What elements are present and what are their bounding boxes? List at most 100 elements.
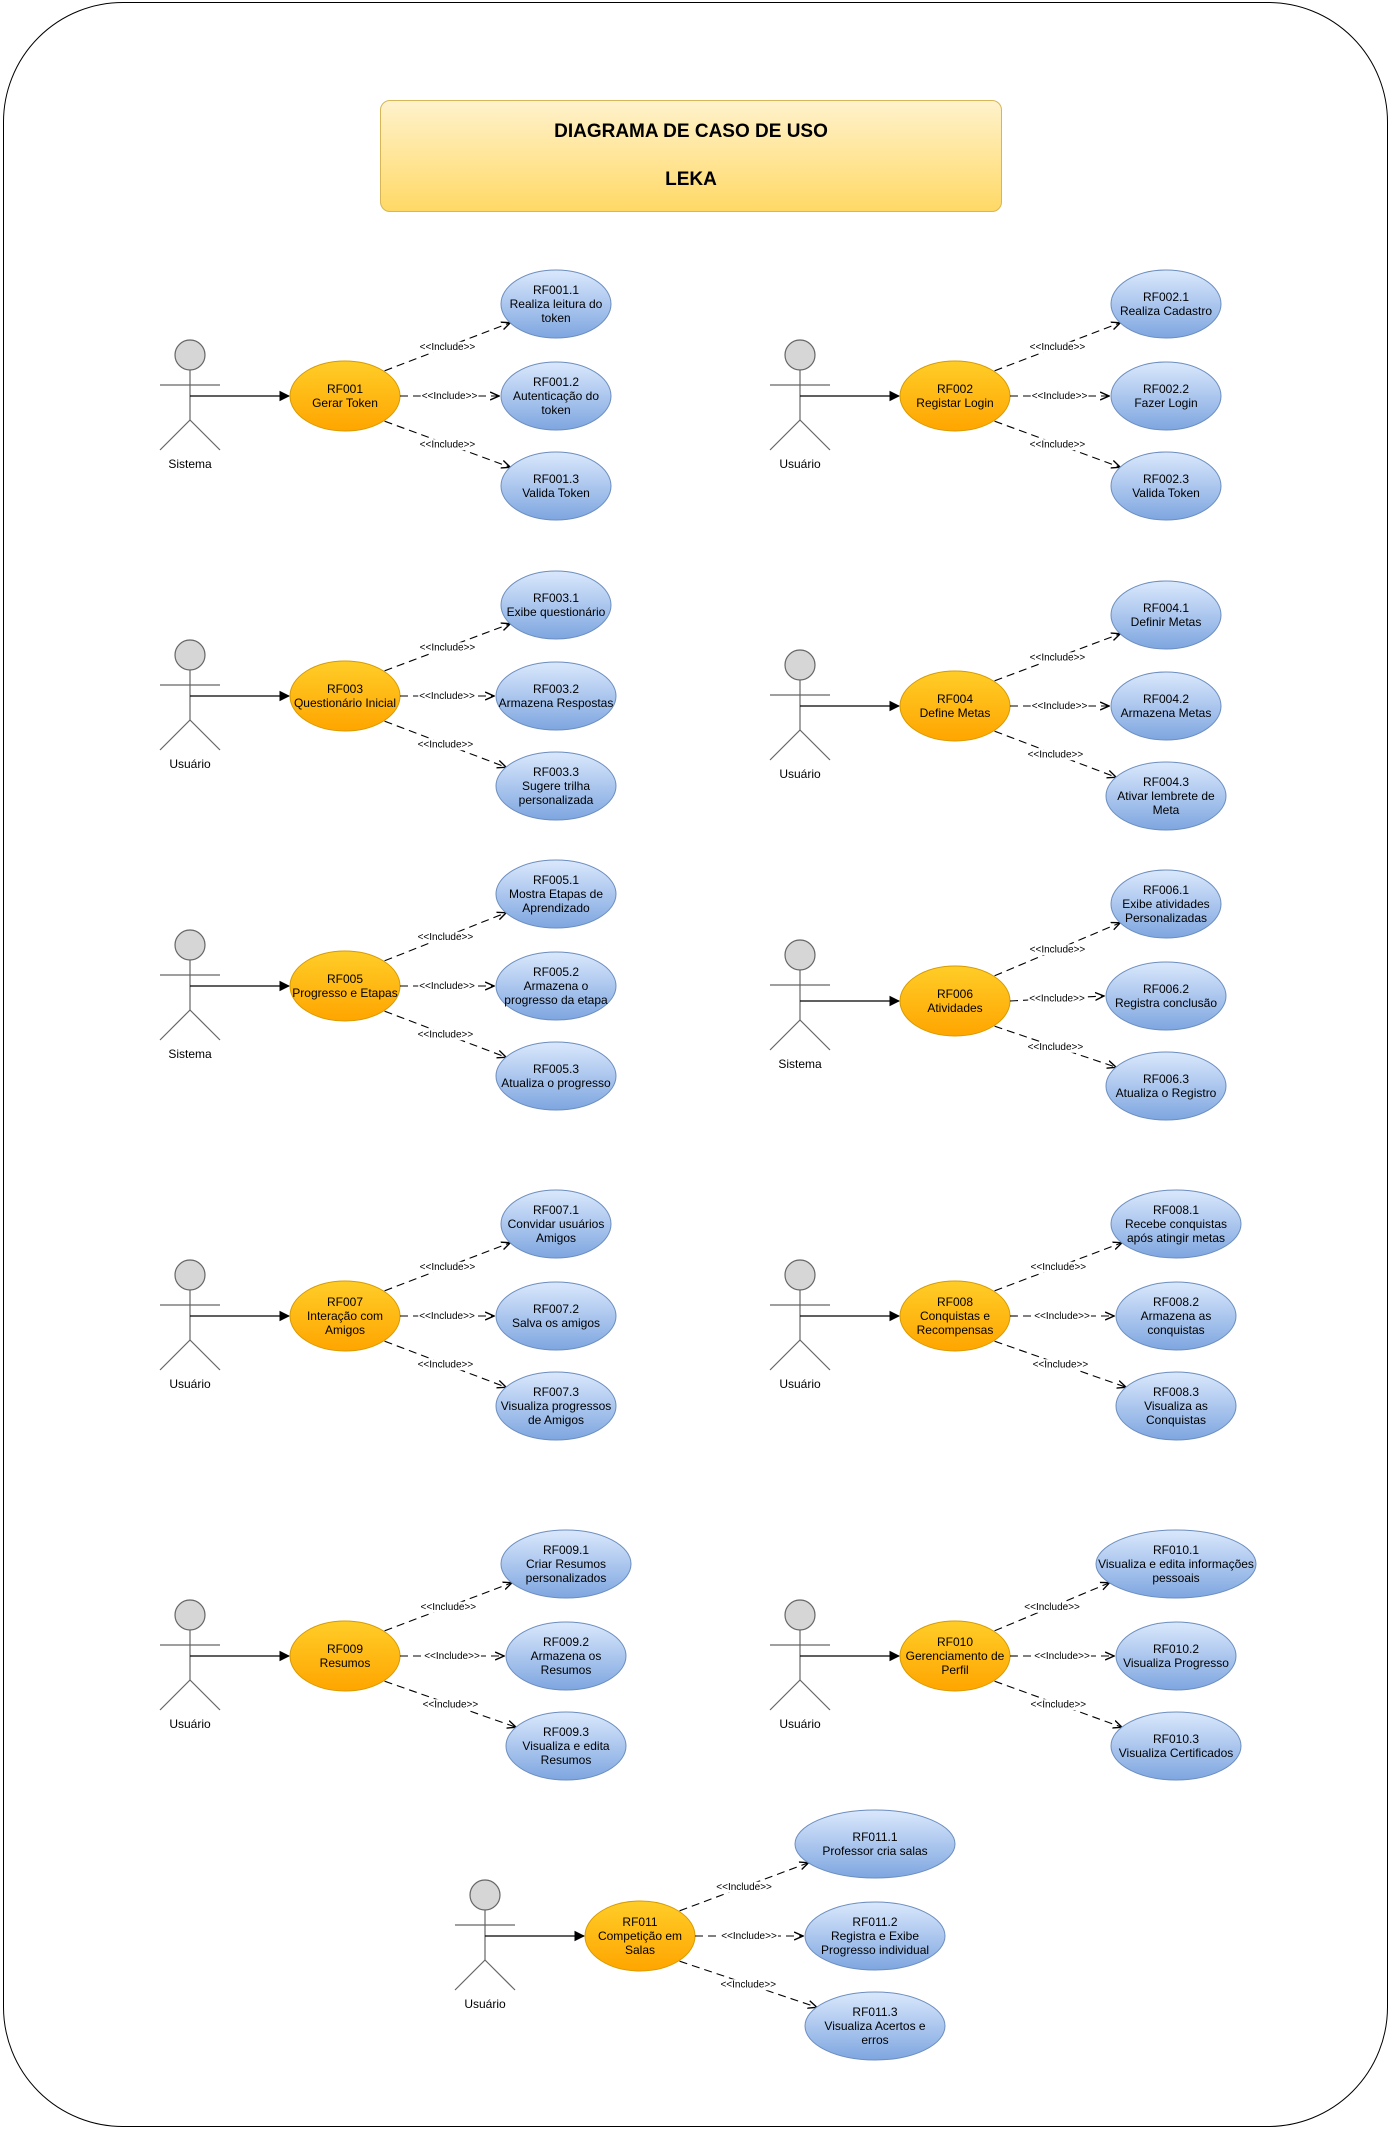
sub-use-case[interactable] xyxy=(1095,1529,1257,1599)
sub-use-case-label-line: Realiza Cadastro xyxy=(1120,304,1212,318)
actor-leg-right xyxy=(189,419,221,451)
sub-use-case[interactable] xyxy=(804,1991,946,2061)
sub-use-case-label-line: RF001.2 xyxy=(533,375,579,389)
include-label-bg xyxy=(1023,1601,1082,1613)
sub-use-case-label-line: personalizada xyxy=(519,793,594,807)
include-label-bg xyxy=(719,1979,778,1991)
include-label-bg xyxy=(416,1359,475,1371)
sub-use-case-label-line: Exibe atividades xyxy=(1122,897,1209,911)
sub-use-case-label-line: RF003.2 xyxy=(533,682,579,696)
actor-leg-left xyxy=(159,1009,191,1041)
sub-use-case-label-line: token xyxy=(541,311,570,325)
actor-usuario-icon xyxy=(159,1599,221,1711)
sub-use-case[interactable] xyxy=(794,1809,956,1879)
sub-use-case[interactable] xyxy=(500,1529,632,1599)
main-use-case-label-line: RF009 xyxy=(327,1642,363,1656)
include-label: <<Include>> xyxy=(1030,652,1086,663)
include-label: <<Include>> xyxy=(721,1931,777,1942)
sub-use-case-label-line: RF009.2 xyxy=(543,1635,589,1649)
include-label: <<Include>> xyxy=(1031,1699,1087,1710)
include-label: <<Include>> xyxy=(419,691,475,702)
main-use-case-label-line: RF010 xyxy=(937,1635,973,1649)
main-use-case-label-line: RF003 xyxy=(327,682,363,696)
sub-use-case-label-line: Resumos xyxy=(541,1753,592,1767)
sub-use-case[interactable] xyxy=(505,1711,627,1781)
actor-leg-right xyxy=(799,1019,831,1051)
include-label: <<Include>> xyxy=(1032,391,1088,402)
sub-use-case[interactable] xyxy=(1110,451,1222,521)
actor-label: Usuário xyxy=(464,1997,506,2011)
include-label: <<Include>> xyxy=(1033,1359,1089,1370)
sub-use-case-label-line: Conquistas xyxy=(1146,1413,1206,1427)
sub-use-case[interactable] xyxy=(1105,1051,1227,1121)
actor-leg-left xyxy=(769,419,801,451)
sub-use-case[interactable] xyxy=(495,1041,617,1111)
sub-use-case[interactable] xyxy=(1105,961,1227,1031)
sub-use-case[interactable] xyxy=(495,751,617,821)
include-arrow xyxy=(994,1583,1110,1632)
sub-use-case-label-line: RF002.1 xyxy=(1143,290,1189,304)
sub-use-case-label-line: RF007.1 xyxy=(533,1203,579,1217)
sub-use-case-label-line: RF004.3 xyxy=(1143,775,1189,789)
sub-use-case[interactable] xyxy=(1115,1281,1237,1351)
sub-use-case-label-line: RF010.3 xyxy=(1153,1732,1199,1746)
sub-use-case[interactable] xyxy=(1110,580,1222,650)
include-label-bg xyxy=(1026,749,1085,761)
sub-use-case-label-line: Salva os amigos xyxy=(512,1316,600,1330)
sub-use-case-label-line: RF010.1 xyxy=(1153,1543,1199,1557)
sub-use-case-label-line: Armazena Respostas xyxy=(499,696,614,710)
sub-use-case-label-line: Fazer Login xyxy=(1134,396,1197,410)
title-box: DIAGRAMA DE CASO DE USO LEKA xyxy=(380,100,1002,212)
sub-use-case[interactable] xyxy=(500,361,612,431)
sub-use-case[interactable] xyxy=(1105,761,1227,831)
sub-use-case[interactable] xyxy=(495,1371,617,1441)
include-label-bg xyxy=(1033,1311,1091,1322)
sub-use-case[interactable] xyxy=(1115,1371,1237,1441)
sub-use-case-label-line: progresso da etapa xyxy=(504,993,608,1007)
sub-use-case-label-line: Armazena as xyxy=(1141,1309,1212,1323)
sub-use-case[interactable] xyxy=(1110,671,1222,741)
sub-use-case[interactable] xyxy=(495,1281,617,1351)
sub-use-case[interactable] xyxy=(500,451,612,521)
include-label-bg xyxy=(1029,1261,1088,1273)
sub-use-case-label-line: de Amigos xyxy=(528,1413,584,1427)
sub-use-case-label-line: Convidar usuários xyxy=(508,1217,605,1231)
include-label-bg xyxy=(418,1261,477,1273)
actor-head xyxy=(784,339,816,371)
sub-use-case-label-line: RF008.2 xyxy=(1153,1295,1199,1309)
actor-leg-left xyxy=(159,719,191,751)
sub-use-case[interactable] xyxy=(495,951,617,1021)
sub-use-case[interactable] xyxy=(495,661,617,731)
include-label-bg xyxy=(1028,993,1086,1005)
actor-leg-left xyxy=(769,1679,801,1711)
actor-leg-left xyxy=(769,1019,801,1051)
include-label: <<Include>> xyxy=(1029,994,1085,1005)
sub-use-case[interactable] xyxy=(505,1621,627,1691)
sub-use-case[interactable] xyxy=(1110,1189,1242,1259)
include-label: <<Include>> xyxy=(422,391,478,402)
sub-use-case[interactable] xyxy=(1110,869,1222,939)
main-use-case-label-line: Competição em xyxy=(598,1929,682,1943)
include-label: <<Include>> xyxy=(1024,1602,1080,1613)
sub-use-case-label-line: Atualiza o Registro xyxy=(1116,1086,1217,1100)
include-label-bg xyxy=(418,1311,476,1322)
sub-use-case[interactable] xyxy=(1115,1621,1237,1691)
sub-use-case[interactable] xyxy=(500,570,612,640)
sub-use-case-label-line: Visualiza progressos xyxy=(501,1399,612,1413)
sub-use-case[interactable] xyxy=(804,1901,946,1971)
sub-use-case[interactable] xyxy=(500,1189,612,1259)
sub-use-case[interactable] xyxy=(1110,1711,1242,1781)
sub-use-case[interactable] xyxy=(495,859,617,929)
sub-use-case-label-line: Sugere trilha xyxy=(522,779,590,793)
main-use-case-label-line: RF008 xyxy=(937,1295,973,1309)
include-label: <<Include>> xyxy=(421,1602,477,1613)
include-label-bg xyxy=(418,691,476,702)
sub-use-case-label-line: Amigos xyxy=(536,1231,576,1245)
sub-use-case[interactable] xyxy=(500,269,612,339)
actor-sistema-icon xyxy=(159,339,221,451)
sub-use-case[interactable] xyxy=(1110,269,1222,339)
title-line-2: LEKA xyxy=(665,169,717,190)
include-label: <<Include>> xyxy=(418,1029,474,1040)
sub-use-case[interactable] xyxy=(1110,361,1222,431)
